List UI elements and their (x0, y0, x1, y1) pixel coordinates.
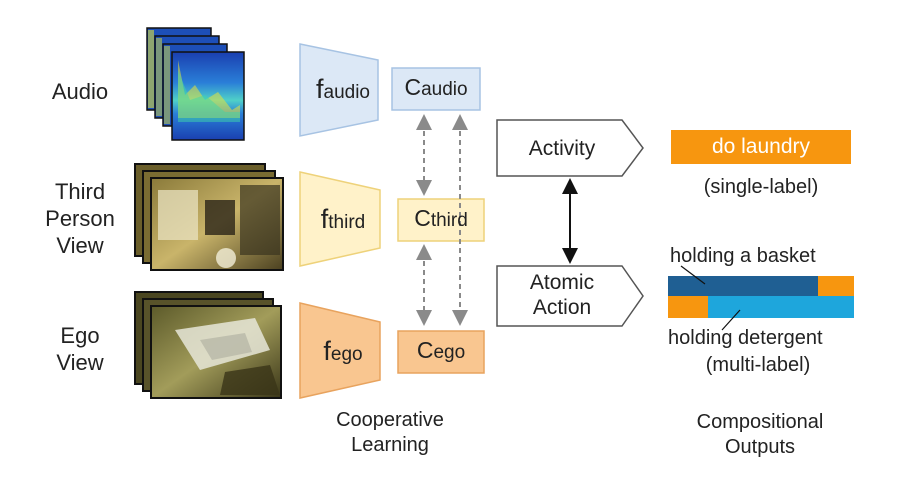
ego-input-label: Ego View (56, 323, 104, 375)
action2-label: holding detergent (668, 327, 823, 349)
ego-classifier-label: Cego (416, 337, 466, 363)
third-classifier-label: Cthird (414, 205, 468, 231)
audio-classifier-label: Caudio (404, 74, 468, 100)
multi-label-bars (668, 265, 854, 331)
activity-output-label: do laundry (711, 135, 811, 158)
audio-encoder-shape (299, 43, 379, 137)
activity-output-bar (671, 130, 851, 164)
third-classifier-box (397, 198, 485, 242)
activity-task-label: Activity (528, 137, 596, 160)
third-encoder-label: fthird (320, 204, 366, 234)
activity-task-shape (496, 119, 644, 177)
ego-classifier-box (397, 330, 485, 374)
atomic-action-task-shape (496, 265, 644, 327)
compositional-outputs-caption: Compositional Outputs (696, 411, 824, 458)
ego-video-stack (134, 291, 282, 399)
multi-label-caption: (multi-label) (705, 354, 811, 376)
ego-encoder-shape (299, 302, 381, 399)
audio-spectrogram-stack (146, 27, 245, 141)
third-encoder-shape (299, 171, 381, 267)
audio-input-label: Audio (51, 79, 109, 104)
action1-label: holding a basket (670, 245, 816, 267)
audio-encoder-label: faudio (315, 74, 370, 104)
third-person-input-label: Third Person View (45, 179, 115, 258)
single-label-caption: (single-label) (703, 176, 819, 198)
cooperative-learning-caption: Cooperative Learning (336, 409, 444, 456)
third-person-video-stack (134, 163, 284, 271)
ego-encoder-label: fego (323, 336, 363, 366)
audio-classifier-box (391, 67, 481, 111)
atomic-action-task-label: Atomic Action (529, 271, 595, 319)
